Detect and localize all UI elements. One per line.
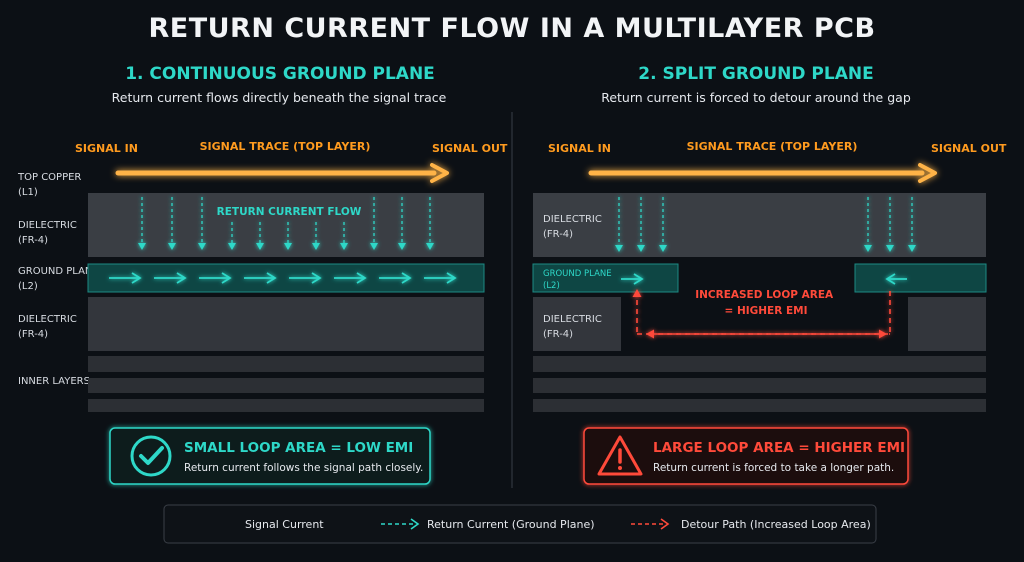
left-dielectric-1 bbox=[88, 193, 484, 257]
warning-triangle-icon bbox=[597, 435, 643, 476]
right-subtitle: Return current is forced to detour aroun… bbox=[601, 90, 911, 105]
left-panel: 1. CONTINUOUS GROUND PLANE Return curren… bbox=[17, 64, 508, 485]
right-dielectric-2-left bbox=[533, 297, 621, 351]
right-inner-layer-3 bbox=[533, 399, 986, 412]
left-label-inner-layers: INNER LAYERS bbox=[18, 376, 90, 387]
right-label-ground-plane: GROUND PLANE (L2) bbox=[543, 269, 614, 291]
right-panel: 2. SPLIT GROUND PLANE Return current is … bbox=[532, 64, 1007, 485]
left-return-current-label: RETURN CURRENT FLOW bbox=[217, 206, 362, 218]
left-result-text: Return current follows the signal path c… bbox=[184, 462, 423, 474]
left-signal-trace-arrow bbox=[115, 163, 449, 183]
left-label-dielectric-1: DIELECTRIC (FR-4) bbox=[18, 220, 80, 246]
left-label-ground-plane: GROUND PLANE (L2) bbox=[18, 266, 102, 292]
right-result-title: LARGE LOOP AREA = HIGHER EMI bbox=[653, 440, 905, 456]
right-label-dielectric-2: DIELECTRIC (FR-4) bbox=[543, 314, 605, 340]
right-signal-in: SIGNAL IN bbox=[548, 142, 611, 155]
check-circle-icon bbox=[130, 435, 172, 477]
right-dielectric-2-right bbox=[908, 297, 986, 351]
left-inner-layer-2 bbox=[88, 378, 484, 393]
right-return-down-arrows bbox=[615, 197, 916, 252]
legend-detour-swatch bbox=[631, 518, 670, 530]
right-result-text: Return current is forced to take a longe… bbox=[653, 462, 894, 474]
left-inner-layer-1 bbox=[88, 356, 484, 372]
right-dielectric-1 bbox=[533, 193, 986, 257]
left-label-top-copper: TOP COPPER (L1) bbox=[17, 172, 85, 198]
right-loop-label: INCREASED LOOP AREA = HIGHER EMI bbox=[695, 289, 837, 317]
right-inner-layer-2 bbox=[533, 378, 986, 393]
right-heading: 2. SPLIT GROUND PLANE bbox=[638, 64, 873, 84]
left-heading: 1. CONTINUOUS GROUND PLANE bbox=[125, 64, 435, 84]
page-title: RETURN CURRENT FLOW IN A MULTILAYER PCB bbox=[148, 13, 875, 44]
left-return-ground-arrows bbox=[109, 272, 457, 284]
left-signal-trace-label: SIGNAL TRACE (TOP LAYER) bbox=[200, 140, 371, 153]
right-ground-plane-left bbox=[532, 263, 679, 293]
right-return-ground-arrows bbox=[621, 273, 907, 285]
legend-signal-label: Signal Current bbox=[245, 518, 324, 531]
right-signal-trace-arrow bbox=[588, 163, 937, 183]
legend-detour-label: Detour Path (Increased Loop Area) bbox=[681, 518, 871, 531]
left-result-box: SMALL LOOP AREA = LOW EMI Return current… bbox=[109, 427, 431, 485]
left-signal-in: SIGNAL IN bbox=[75, 142, 138, 155]
left-result-title: SMALL LOOP AREA = LOW EMI bbox=[184, 440, 413, 456]
right-signal-trace-label: SIGNAL TRACE (TOP LAYER) bbox=[687, 140, 858, 153]
left-dielectric-2 bbox=[88, 297, 484, 351]
legend: Signal Current Return Current (Ground Pl… bbox=[163, 504, 877, 544]
left-inner-layer-3 bbox=[88, 399, 484, 412]
left-subtitle: Return current flows directly beneath th… bbox=[112, 90, 447, 105]
right-signal-out: SIGNAL OUT bbox=[931, 142, 1007, 155]
left-signal-out: SIGNAL OUT bbox=[432, 142, 508, 155]
legend-return-label: Return Current (Ground Plane) bbox=[427, 518, 595, 531]
right-detour-path bbox=[632, 289, 891, 339]
left-label-dielectric-2: DIELECTRIC (FR-4) bbox=[18, 314, 80, 340]
right-inner-layer-1 bbox=[533, 356, 986, 372]
legend-return-swatch bbox=[381, 518, 420, 530]
right-label-dielectric-1: DIELECTRIC (FR-4) bbox=[543, 214, 605, 240]
right-result-box: LARGE LOOP AREA = HIGHER EMI Return curr… bbox=[583, 427, 909, 485]
left-return-down-arrows bbox=[138, 197, 434, 250]
right-ground-plane-right bbox=[854, 263, 987, 293]
